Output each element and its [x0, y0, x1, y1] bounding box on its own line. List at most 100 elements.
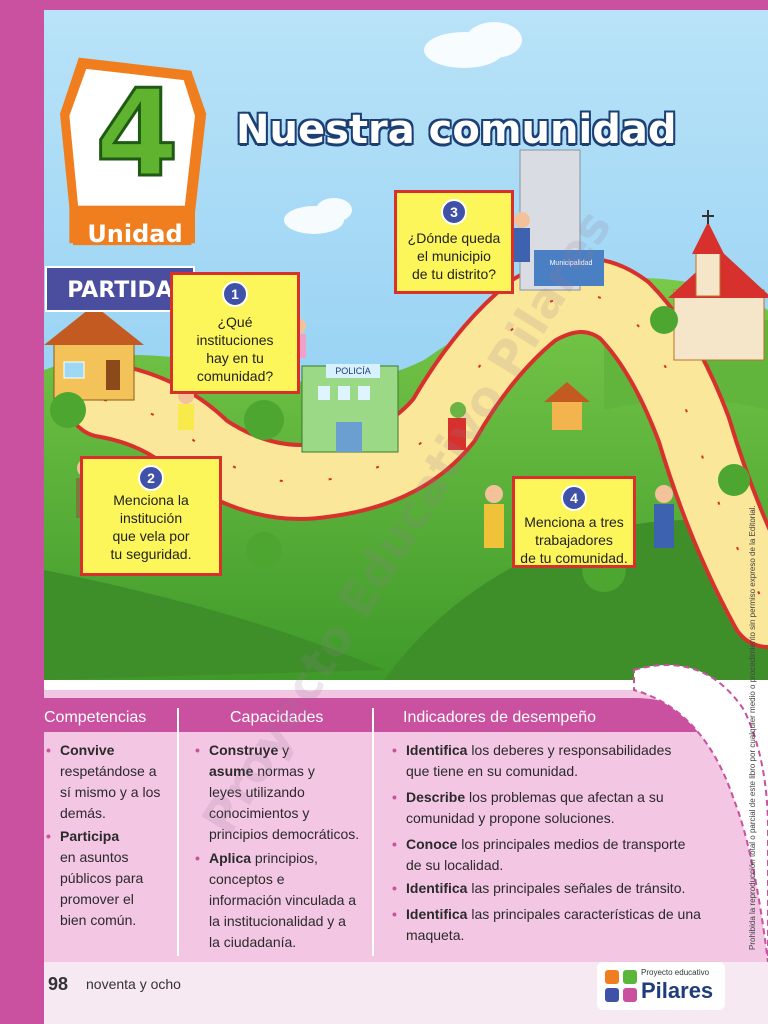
- unit-badge: [60, 57, 207, 246]
- question-line: de tu distrito?: [411, 266, 497, 282]
- text-line: sí mismo y a los: [60, 784, 161, 800]
- small-house-icon: [544, 382, 590, 430]
- pilares-logo-icon: [605, 970, 637, 1002]
- question-box-4: 4 Menciona a tres trabajadores de tu com…: [512, 476, 636, 568]
- police-sign: POLICÍA: [326, 364, 380, 378]
- question-line: hay en tu: [206, 350, 264, 366]
- col-header: Indicadores de desempeño: [403, 709, 597, 726]
- bullet-icon: •: [46, 742, 51, 758]
- indicador-item: • Conoce los principales medios de trans…: [392, 834, 706, 876]
- bullet-icon: •: [392, 836, 397, 852]
- question-box-3: 3 ¿Dónde queda el municipio de tu distri…: [394, 190, 514, 294]
- question-line: Menciona a tres: [524, 514, 624, 530]
- question-line: que vela por: [112, 528, 190, 544]
- page-number: 98: [48, 974, 69, 994]
- text-line: la ciudadanía.: [209, 934, 297, 950]
- text-line: comunidad y propone soluciones.: [406, 810, 615, 826]
- indicador-verb: Identifica: [406, 880, 468, 896]
- text-line: principios democráticos.: [209, 826, 360, 842]
- bullet-icon: •: [46, 828, 51, 844]
- question-number: 1: [222, 281, 248, 307]
- competencia-verb: Convive: [60, 742, 115, 758]
- unit-label: Unidad: [87, 220, 183, 248]
- question-line: instituciones: [196, 332, 274, 348]
- question-line: comunidad?: [196, 368, 274, 384]
- text-line: en asuntos: [60, 849, 129, 865]
- indicador-verb: Identifica: [406, 906, 468, 922]
- text-line: información vinculada a: [209, 892, 357, 908]
- col-indicadores: Indicadores de desempeño: [389, 698, 689, 960]
- brand-tagline: Proyecto educativo: [641, 968, 710, 977]
- indicador-verb: Describe: [406, 789, 466, 805]
- text-fragment: las principales características de una: [467, 906, 701, 922]
- question-line: ¿Dónde queda: [407, 230, 501, 246]
- text-line: demás.: [60, 805, 106, 821]
- capacidad-verb: Construye: [209, 742, 279, 758]
- brand-logo: Proyecto educativo Pilares: [597, 962, 725, 1010]
- text-fragment: los problemas que afectan a su: [465, 789, 664, 805]
- text-fragment: las principales señales de tránsito.: [467, 880, 686, 896]
- question-line: institución: [119, 510, 183, 526]
- text-line: la institucionalidad y a: [209, 913, 346, 929]
- question-number: 4: [561, 485, 587, 511]
- house-icon: [44, 305, 144, 401]
- question-box-1: 1 ¿Qué instituciones hay en tu comunidad…: [170, 272, 300, 394]
- text-line: que tiene en su comunidad.: [406, 763, 579, 779]
- text-line: promover el: [60, 891, 134, 907]
- question-number: 3: [441, 199, 467, 225]
- capacidad-verb: Aplica: [209, 850, 252, 866]
- page-title: Nuestra comunidad: [236, 107, 677, 153]
- text-line: bien común.: [60, 912, 137, 928]
- indicador-item: • Describe los problemas que afectan a s…: [392, 787, 706, 829]
- text-line: conceptos e: [209, 871, 285, 887]
- bullet-icon: •: [392, 906, 397, 922]
- text-line: de su localidad.: [406, 857, 504, 873]
- competencia-item: • Convive respetándose a sí mismo y a lo…: [46, 740, 178, 824]
- text-fragment: y: [278, 742, 290, 758]
- col-header: Capacidades: [230, 709, 324, 726]
- indicador-item: • Identifica las principales característ…: [392, 904, 706, 946]
- page-number-words: noventa y ocho: [86, 976, 181, 992]
- text-line: conocimientos y: [209, 805, 310, 821]
- text-line: maqueta.: [406, 927, 465, 943]
- divider: [177, 708, 179, 956]
- competencia-verb: Participa: [60, 828, 120, 844]
- capacidad-item: • Aplica principios, conceptos e informa…: [195, 848, 379, 953]
- top-border: [0, 0, 768, 10]
- question-line: trabajadores: [535, 532, 613, 548]
- cloud-icon: [284, 22, 522, 234]
- text-line: leyes utilizando: [209, 784, 305, 800]
- col-capacidades: Capacidades: [194, 698, 374, 960]
- unit-number: 4: [94, 65, 181, 204]
- text-line: públicos para: [60, 870, 144, 886]
- question-line: de tu comunidad.: [520, 550, 628, 566]
- text-fragment: los deberes y responsabilidades: [467, 742, 672, 758]
- question-number: 2: [138, 465, 164, 491]
- question-line: Menciona la: [113, 492, 189, 508]
- question-line: tu seguridad.: [110, 546, 192, 562]
- hill-dark: [384, 520, 768, 680]
- ground: [44, 570, 384, 680]
- text-line: respetándose a: [60, 763, 157, 779]
- col-competencias: Competencias: [44, 698, 180, 960]
- indicador-item: • Identifica los deberes y responsabilid…: [392, 740, 706, 782]
- left-border: [0, 0, 44, 1024]
- bullet-icon: •: [392, 789, 397, 805]
- capacidad-item: • Construye y asume normas y leyes utili…: [195, 740, 379, 845]
- capacidad-verb: asume: [209, 763, 254, 779]
- bullet-icon: •: [195, 742, 200, 758]
- divider: [372, 708, 374, 956]
- competencia-item: • Participa en asuntos públicos para pro…: [46, 826, 178, 931]
- indicador-verb: Conoce: [406, 836, 458, 852]
- col-header: Competencias: [44, 709, 147, 726]
- character-icon: [76, 212, 674, 548]
- question-line: el municipio: [417, 248, 491, 264]
- competencies-table: Competencias Capacidades Indicadores de …: [44, 698, 701, 960]
- police-station-icon: [301, 365, 399, 453]
- indicador-verb: Identifica: [406, 742, 468, 758]
- rights-text: Prohibida la reproducción total o parcia…: [748, 505, 757, 950]
- bullet-icon: •: [195, 850, 200, 866]
- question-box-2: 2 Menciona la institución que vela por t…: [80, 456, 222, 576]
- game-path-fill: [69, 260, 768, 645]
